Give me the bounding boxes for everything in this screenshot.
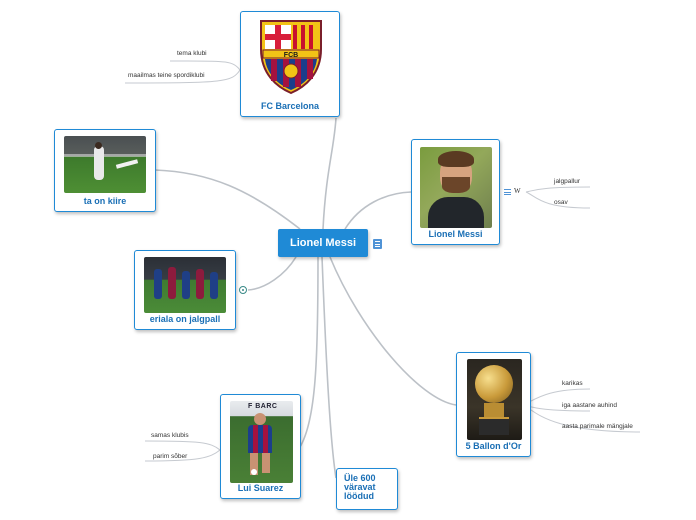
leaf-line-messi-1 [525, 186, 591, 193]
topic-ta-on-kiire[interactable]: ta on kiire [54, 129, 156, 212]
link-kiire [154, 169, 301, 230]
topic-lui-suarez[interactable]: F BARC Lui Suarez [220, 394, 301, 499]
fc-barcelona-crest: FCB [260, 20, 322, 95]
leaf-aasta-parimale[interactable]: aasta parimale mängjale [562, 423, 633, 430]
shirt-text: F BARC [248, 403, 278, 410]
link-icon[interactable] [239, 286, 247, 294]
notes-icon[interactable] [373, 239, 382, 249]
leaf-osav[interactable]: osav [554, 199, 568, 206]
list-icon[interactable] [504, 189, 511, 195]
leaf-tema-klubi[interactable]: tema klubi [177, 50, 207, 57]
leaf-maailmas-teine[interactable]: maailmas teine spordiklubi [128, 72, 205, 79]
wikipedia-icon[interactable]: W [514, 187, 521, 195]
topic-fc-barcelona[interactable]: FCB FC Barcelona [240, 11, 340, 117]
suarez-photo: F BARC [230, 401, 293, 483]
central-topic-label: Lionel Messi [289, 237, 357, 249]
ballon-dor-trophy-photo [467, 359, 522, 440]
ballon-dor-label: 5 Ballon d'Or [465, 441, 522, 451]
link-ballon [329, 256, 457, 406]
topic-ballon-dor[interactable]: 5 Ballon d'Or [456, 352, 531, 457]
fc-barcelona-label: FC Barcelona [260, 101, 320, 111]
lionel-messi-topic-label: Lionel Messi [428, 229, 483, 239]
link-barcelona [322, 117, 337, 230]
topic-eriala-on-jalgpall[interactable]: eriala on jalgpall [134, 250, 236, 330]
link-messi [344, 191, 412, 230]
leaf-line-messi-2 [525, 191, 591, 209]
leaf-line-suarez-1 [144, 440, 221, 451]
leaf-line-barcelona-2 [124, 69, 241, 84]
running-player-photo [64, 136, 146, 193]
topic-ule-600-varavat[interactable]: Üle 600 väravat löödud [336, 468, 398, 510]
leaf-jalgpallur[interactable]: jalgpallur [554, 178, 581, 185]
leaf-line-barcelona-1 [169, 60, 241, 71]
leaf-iga-aastane-auhind[interactable]: iga aastane auhind [562, 402, 617, 409]
link-jalgpall [247, 256, 297, 291]
leaf-samas-klubis[interactable]: samas klubis [151, 432, 189, 439]
leaf-parim-sober[interactable]: parim sõber [153, 453, 188, 460]
team-photo [144, 257, 226, 313]
ule-600-varavat-label: Üle 600 väravat löödud [344, 473, 376, 501]
messi-portrait-photo [420, 147, 492, 228]
link-suarez [299, 256, 319, 448]
link-goals [321, 256, 337, 479]
eriala-on-jalgpall-label: eriala on jalgpall [149, 314, 221, 324]
central-topic[interactable]: Lionel Messi [278, 229, 368, 257]
leaf-karikas[interactable]: karikas [562, 380, 583, 387]
ta-on-kiire-label: ta on kiire [83, 196, 127, 206]
crest-text: FCB [284, 52, 298, 59]
lui-suarez-label: Lui Suarez [237, 483, 284, 493]
topic-lionel-messi[interactable]: Lionel Messi [411, 139, 500, 245]
leaf-line-suarez-2 [144, 449, 221, 462]
